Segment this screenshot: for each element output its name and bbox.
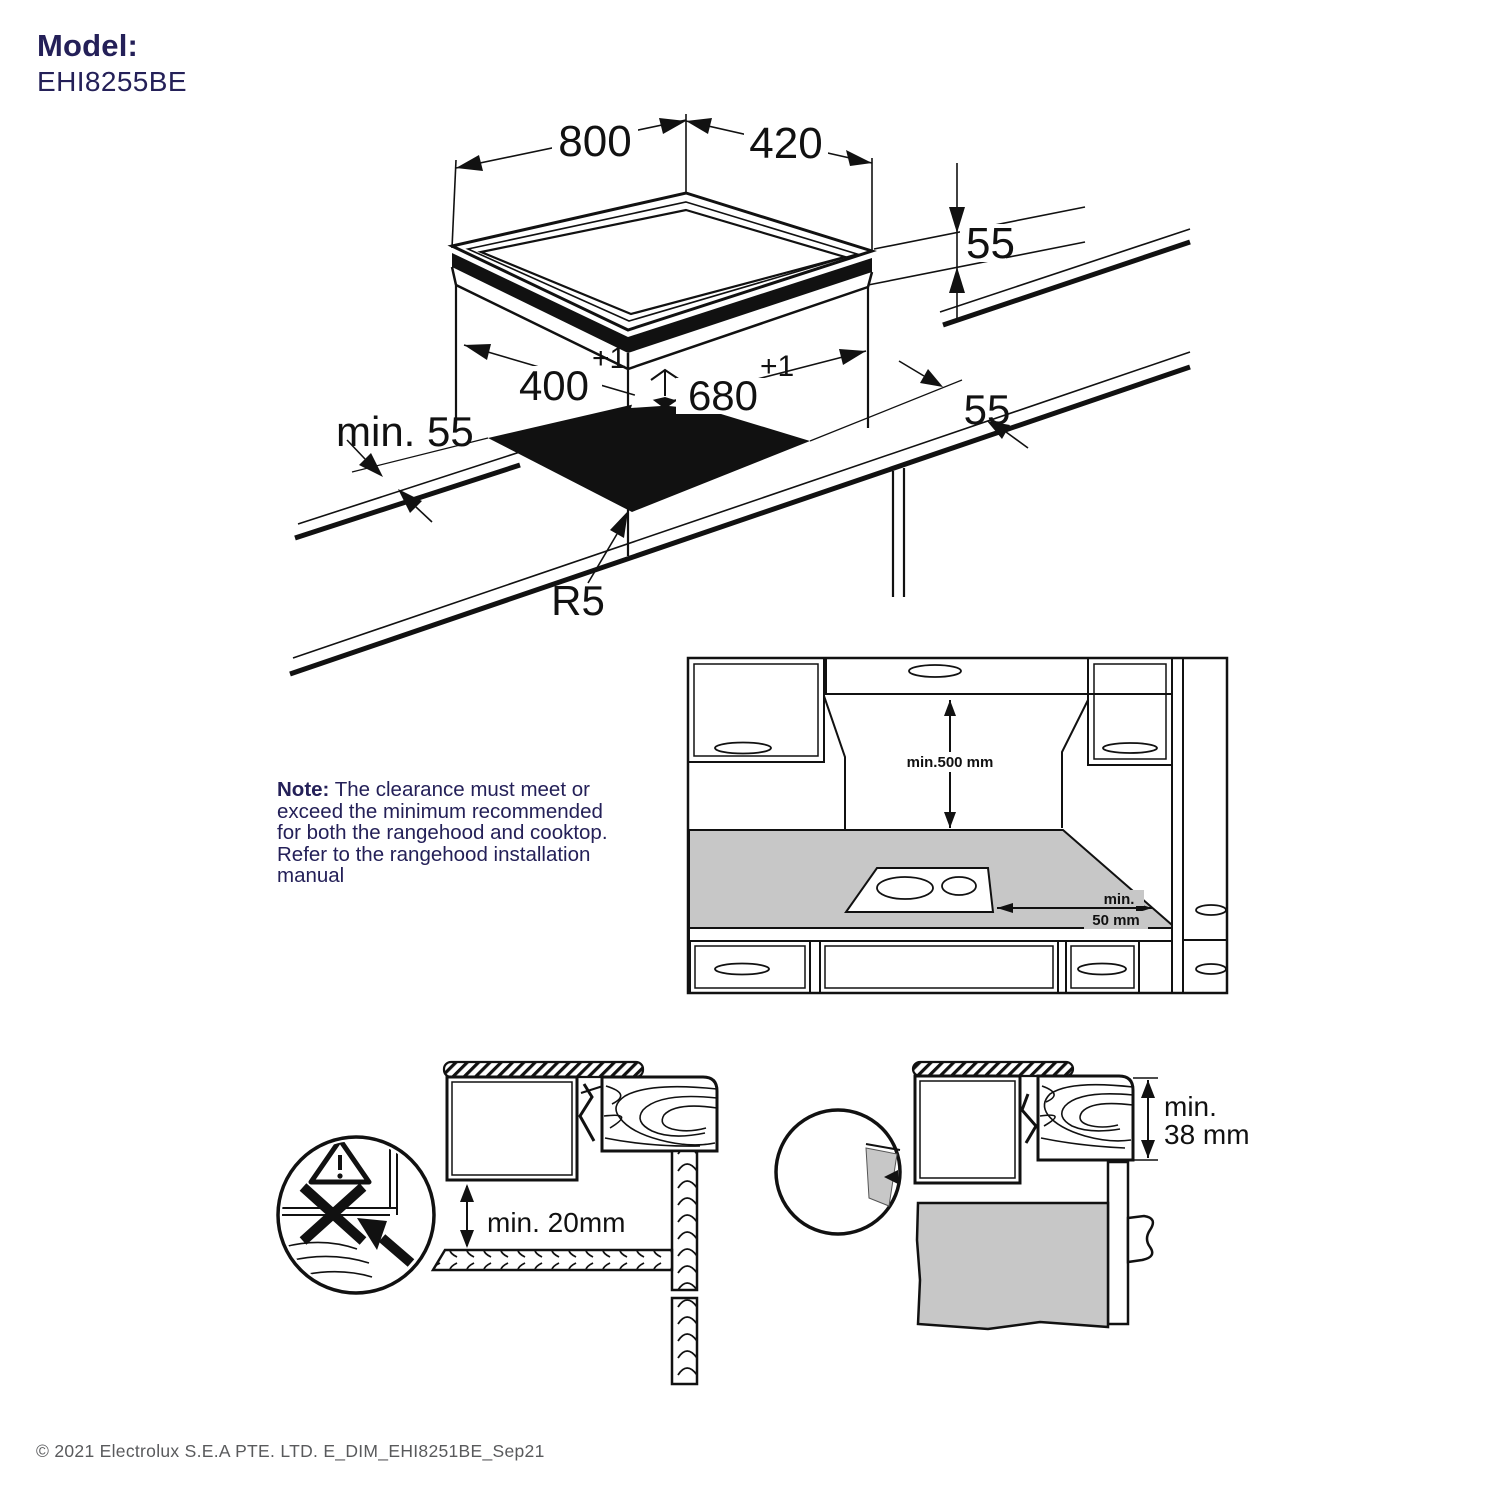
pointer-arrow-icon <box>357 1218 387 1250</box>
prohibited-cross-icon <box>299 1183 367 1245</box>
cooktop-top-view <box>844 867 995 913</box>
note-prefix: Note: <box>277 778 330 801</box>
bench-front-edge-thick <box>289 364 1191 677</box>
dim-min-clearance-label: min. 55 <box>336 408 474 455</box>
side-clearance-label-2: 50 mm <box>1092 912 1140 929</box>
oven-below <box>915 1201 1110 1331</box>
cooktop-body-section <box>913 1074 1022 1185</box>
copyright-line: © 2021 Electrolux S.E.A PTE. LTD. E_DIM_… <box>36 1441 545 1461</box>
wood-grain <box>603 1085 718 1147</box>
cabinet-panel <box>1106 1160 1130 1326</box>
seal-strip <box>865 1147 898 1207</box>
dim-depth-label: 420 <box>749 119 822 168</box>
rangehood-handle <box>908 664 962 678</box>
model-label: Model: <box>37 28 139 63</box>
isometric-cooktop-diagram: 800 420 55 min. 55 400 +1 680 +1 55 R5 <box>289 114 1191 677</box>
bench-leg <box>891 468 906 597</box>
decorative-bracket <box>1126 1214 1155 1264</box>
dim-cutout-width-tolerance: +1 <box>592 342 626 375</box>
hood-clearance-label: min.500 mm <box>907 754 994 771</box>
fixing-clip <box>1020 1093 1038 1144</box>
upper-cabinet-left <box>687 657 825 763</box>
dim-corner-radius-label: R5 <box>551 577 605 624</box>
bench-front-edge-thin <box>292 351 1191 659</box>
cooktop-glass-top <box>447 191 877 332</box>
seal-detail-circle <box>774 1108 902 1236</box>
section-min20-diagram: min. 20mm <box>276 1060 719 1386</box>
dim-height-label: 55 <box>966 219 1015 268</box>
min20-clearance-label: min. 20mm <box>487 1207 625 1238</box>
cabinet-side-panel <box>670 1149 699 1292</box>
cooktop-body-section <box>445 1075 579 1182</box>
min38-clearance-label-1: min. <box>1164 1091 1217 1122</box>
worktop-section <box>1036 1074 1135 1162</box>
clearance-note: Note: The clearance must meet or exceed … <box>277 779 615 887</box>
min38-clearance-label-2: 38 mm <box>1164 1119 1250 1150</box>
model-number: EHI8255BE <box>37 66 187 97</box>
dim-cutout-length-label: 680 <box>688 372 758 419</box>
bench-back-edge-thick-right <box>942 239 1191 328</box>
bench-back-edge-thin-left <box>297 451 521 525</box>
wood-grain <box>1039 1083 1134 1149</box>
section-min38-diagram: min. 38 mm <box>774 1060 1250 1331</box>
glass-cross-section <box>911 1060 1075 1078</box>
note-body: The clearance must meet or exceed the mi… <box>277 778 608 887</box>
shelf-section <box>430 1248 674 1272</box>
rangehood <box>825 658 1172 695</box>
kitchen-clearance-diagram: min.500 mm min. 50 mm <box>686 656 1229 995</box>
glass-cross-section <box>442 1060 645 1079</box>
model-block: Model: EHI8255BE <box>37 28 187 98</box>
dim-edge-clearance-label: 55 <box>964 386 1011 433</box>
cooktop-zone-small <box>941 876 977 896</box>
dim-width-label: 800 <box>558 117 631 166</box>
side-clearance-label-1: min. <box>1104 891 1135 908</box>
bench-back-edge-thin-right <box>939 228 1191 313</box>
base-drawers <box>689 940 1140 994</box>
cooktop-zone-large <box>876 876 934 900</box>
cooktop-seal-band <box>452 253 872 353</box>
dim-cutout-width-label: 400 <box>519 362 589 409</box>
warning-triangle-icon <box>308 1141 372 1185</box>
worktop-cutout <box>488 397 810 512</box>
worktop-section <box>600 1075 719 1153</box>
dim-cutout-length-tolerance: +1 <box>760 350 794 383</box>
